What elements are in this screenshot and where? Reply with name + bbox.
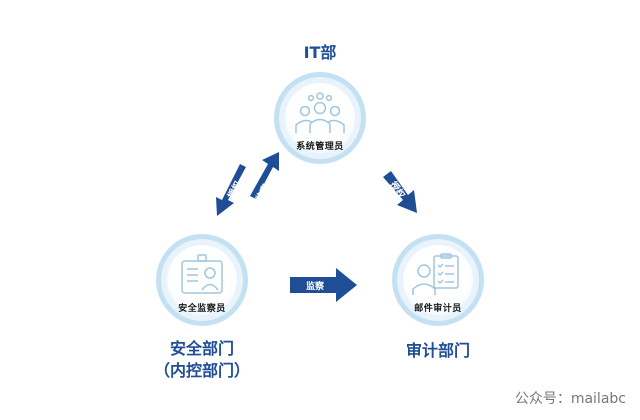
- security-dept-line2: （内控部门）: [153, 361, 250, 380]
- arrow-down-left: [216, 164, 246, 216]
- it-dept-title: IT部: [303, 43, 337, 62]
- people-gears-icon: [292, 91, 348, 139]
- audit-dept-title: 审计部门: [405, 341, 470, 360]
- arrow-label-monitor-bottom: 监察: [305, 282, 324, 292]
- security-dept-line1: 安全部门: [169, 339, 234, 358]
- audit-node: 邮件审计员: [392, 234, 484, 326]
- it-node: 系统管理员: [274, 72, 366, 164]
- arrow-security-to-audit: [290, 268, 357, 302]
- audit-role-label: 邮件审计员: [414, 304, 462, 314]
- id-badge-icon: [176, 253, 228, 301]
- security-dept-title: 安全部门 （内控部门）: [142, 338, 262, 382]
- arrow-it-to-audit: [383, 171, 417, 213]
- watermark: 公众号：mailabc: [514, 391, 626, 407]
- arrow-up-right: [250, 152, 279, 199]
- security-role-label: 安全监察员: [178, 304, 226, 314]
- security-node: 安全监察员: [156, 234, 248, 326]
- checklist-people-icon: [410, 253, 466, 301]
- it-role-label: 系统管理员: [296, 142, 344, 152]
